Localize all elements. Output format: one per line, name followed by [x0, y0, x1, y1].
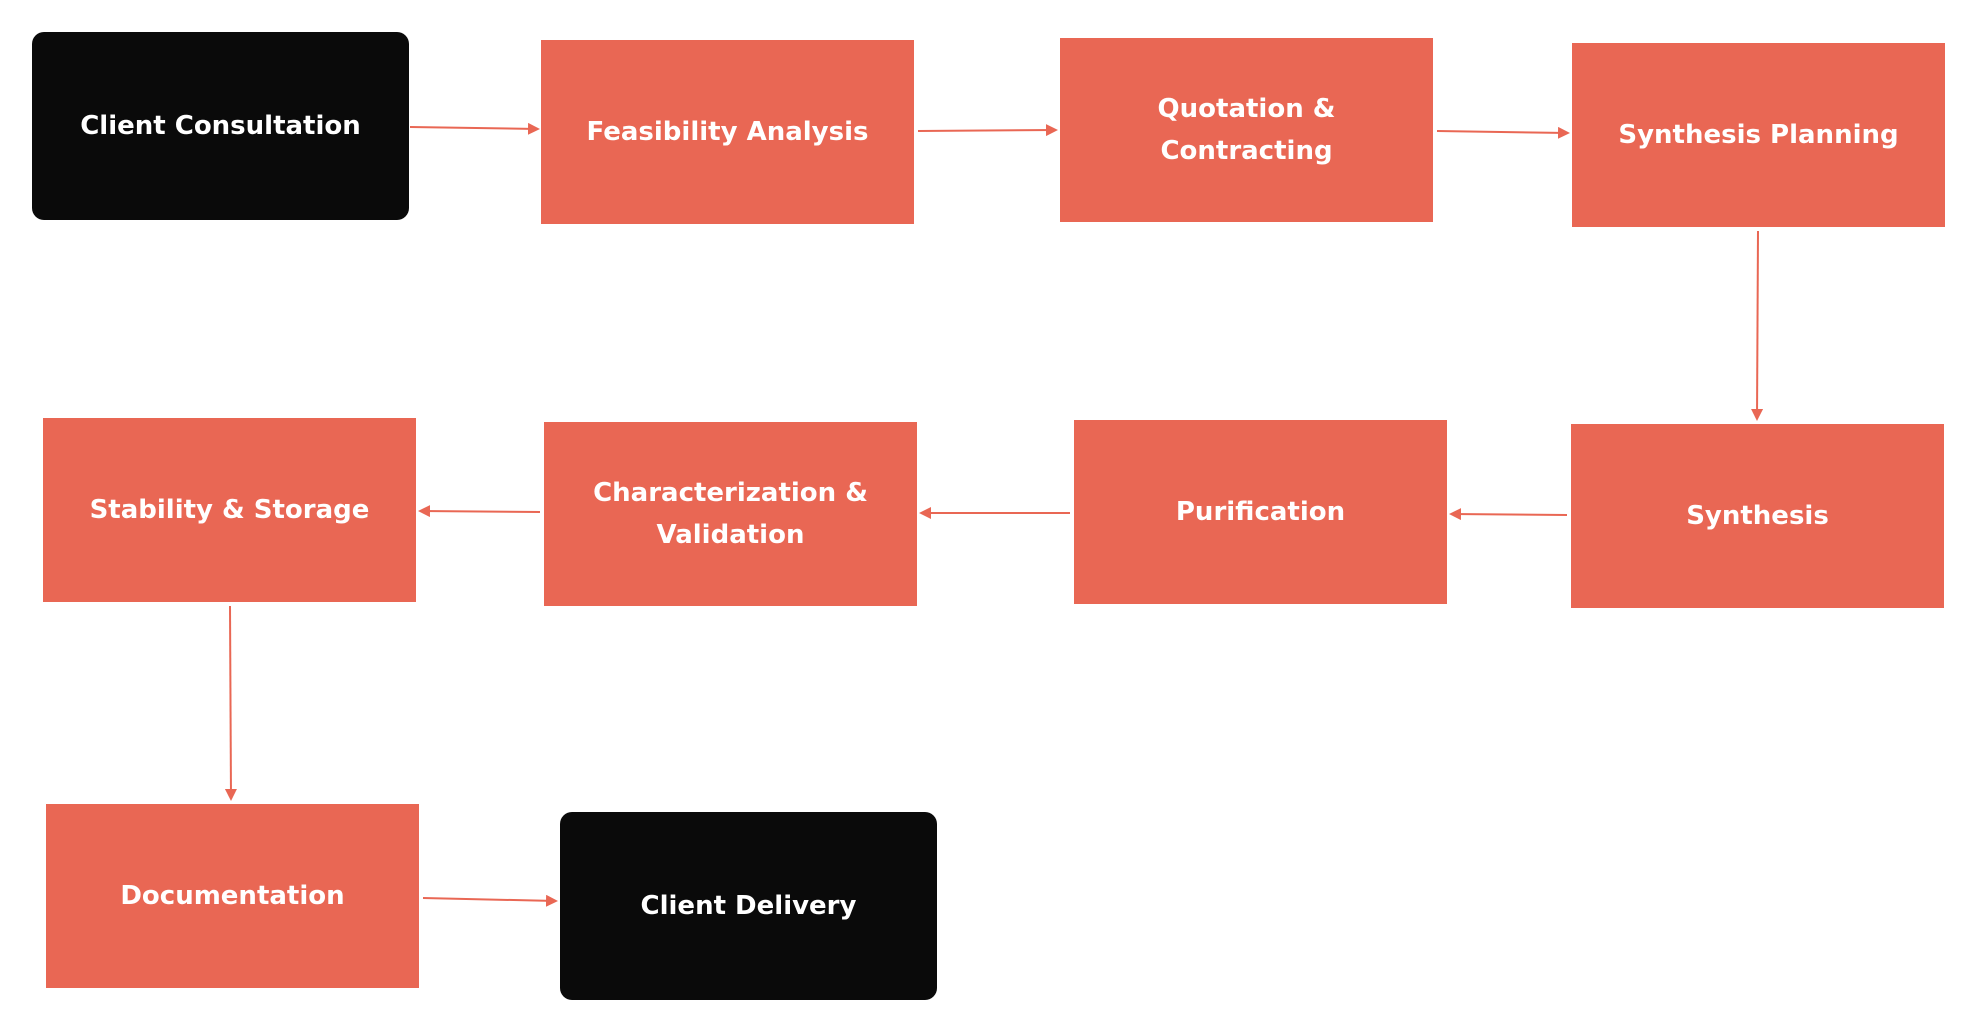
node-label: Synthesis Planning — [1618, 120, 1899, 150]
node-label: Documentation — [120, 881, 345, 911]
node-label: Feasibility Analysis — [586, 117, 869, 147]
node-synthesis-planning: Synthesis Planning — [1572, 43, 1945, 227]
arrow-planning-to-synthesis — [1751, 230, 1764, 421]
node-purification: Purification — [1074, 420, 1447, 604]
node-label: Stability & Storage — [89, 495, 370, 525]
arrow-documentation-to-delivery — [422, 894, 558, 907]
arrow-synthesis-to-purification — [1449, 508, 1568, 521]
node-documentation: Documentation — [46, 804, 419, 988]
node-synthesis: Synthesis — [1571, 424, 1944, 608]
node-label: Purification — [1175, 497, 1346, 527]
node-characterization-validation: Characterization & Validation — [544, 422, 917, 606]
arrow-stability-to-documentation — [224, 605, 237, 801]
node-stability-storage: Stability & Storage — [43, 418, 416, 602]
node-client-delivery: Client Delivery — [560, 812, 937, 1000]
arrow-feasibility-to-quotation — [917, 124, 1058, 137]
node-client-consultation: Client Consultation — [32, 32, 409, 220]
node-label: Characterization & Validation — [593, 478, 868, 550]
arrow-characterization-to-stability — [418, 505, 541, 518]
arrow-quotation-to-planning — [1436, 126, 1570, 139]
node-quotation-contracting: Quotation & Contracting — [1060, 38, 1433, 222]
node-label: Client Consultation — [80, 111, 361, 141]
node-label: Client Delivery — [640, 891, 857, 921]
node-label: Synthesis — [1686, 501, 1829, 531]
node-label: Quotation & Contracting — [1157, 94, 1336, 166]
arrow-consultation-to-feasibility — [409, 122, 540, 135]
node-feasibility-analysis: Feasibility Analysis — [541, 40, 914, 224]
